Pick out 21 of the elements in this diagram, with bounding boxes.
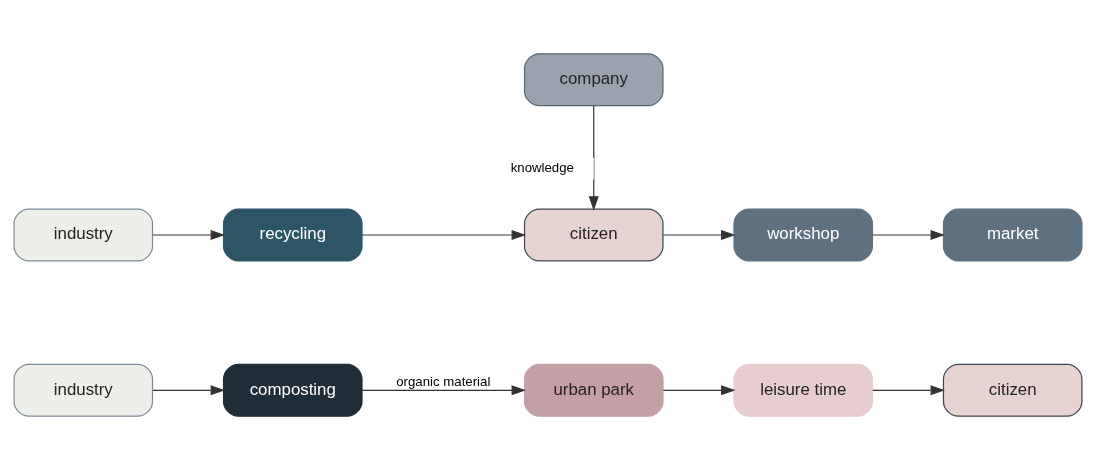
arrow [152,229,226,241]
arrow [872,229,945,241]
node-box: leisure time [733,363,874,417]
node-box: company [523,53,664,107]
edge-label: knowledge [510,159,574,175]
arrow [872,385,945,396]
node-box: industry [13,363,154,417]
arrow [662,229,736,241]
arrow [361,385,526,396]
arrow [361,229,526,241]
node-box: market [942,208,1083,262]
node-box: composting [222,363,363,417]
edge-label: organic material [396,374,491,390]
node-box: workshop [733,208,874,262]
arrow [662,385,736,396]
node-box: citizen [523,208,664,262]
node-box: industry [13,208,154,262]
node-box: recycling [222,208,363,262]
node-box: urban park [523,363,664,417]
node-box: citizen [942,363,1083,417]
arrow [152,385,226,396]
